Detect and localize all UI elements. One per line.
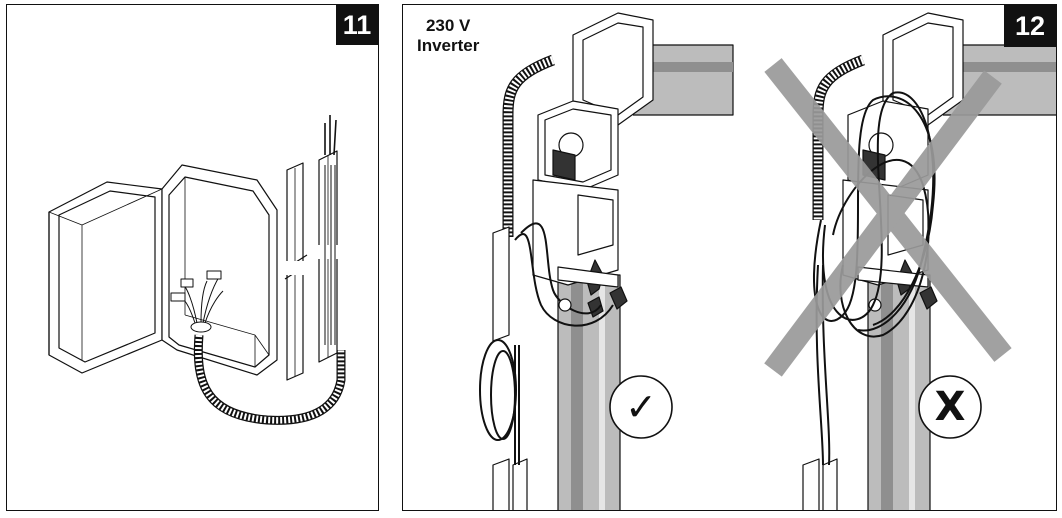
correct-scene xyxy=(479,12,734,510)
cable-channel-front xyxy=(283,162,309,381)
wrong-circle xyxy=(918,375,982,439)
note-line-inverter: Inverter xyxy=(417,36,480,55)
box-wires xyxy=(170,270,224,333)
box-body xyxy=(161,164,278,376)
power-note: 230 V Inverter xyxy=(417,16,479,56)
box-door xyxy=(48,181,163,374)
wrong-cross xyxy=(764,58,1012,377)
drive-wiring-illustration xyxy=(479,12,1056,510)
panel-12: 230 V Inverter ✓ X 12 xyxy=(402,4,1057,511)
correct-circle xyxy=(609,375,673,439)
cross-icon: X xyxy=(934,384,966,430)
check-icon: ✓ xyxy=(625,385,657,429)
junction-box-illustration xyxy=(48,115,346,425)
step-number-badge: 12 xyxy=(1004,5,1056,47)
flex-conduit xyxy=(193,334,346,425)
step-number-badge: 11 xyxy=(336,5,378,45)
panel-11: 11 xyxy=(6,4,379,511)
cable-channel-back xyxy=(315,115,341,363)
note-line-voltage: 230 V xyxy=(425,16,471,35)
